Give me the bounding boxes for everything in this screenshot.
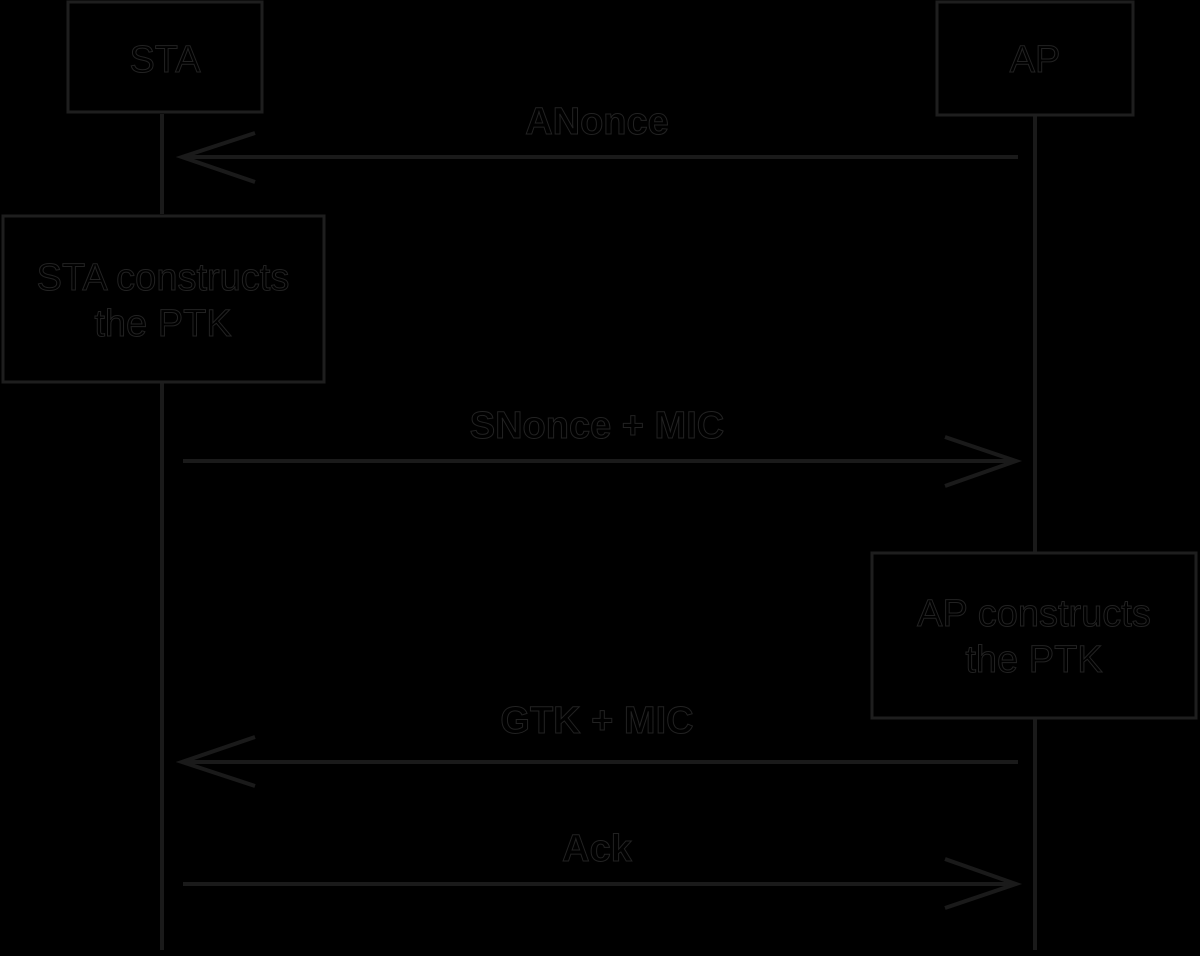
ap-participant: AP bbox=[935, 0, 1135, 117]
arrowhead-right-icon bbox=[944, 857, 1023, 910]
sta-label: STA bbox=[129, 39, 201, 81]
sta-note-line1: STA constructs bbox=[37, 257, 290, 299]
message-label: Ack bbox=[562, 828, 633, 870]
message-snonce-mic: SNonce + MIC bbox=[183, 405, 1023, 488]
sta-note: STA constructs the PTK bbox=[1, 214, 326, 384]
sta-note-line2: the PTK bbox=[94, 303, 231, 345]
sta-participant: STA bbox=[66, 0, 264, 114]
arrowhead-right-icon bbox=[944, 435, 1023, 488]
arrowhead-left-icon bbox=[175, 131, 256, 184]
message-label: SNonce + MIC bbox=[470, 405, 724, 447]
ap-note: AP constructs the PTK bbox=[870, 551, 1198, 720]
message-gtk-mic: GTK + MIC bbox=[175, 700, 1018, 788]
ap-label: AP bbox=[1010, 39, 1061, 81]
ap-note-line2: the PTK bbox=[965, 639, 1102, 681]
ap-note-line1: AP constructs bbox=[917, 593, 1151, 635]
message-ack: Ack bbox=[183, 828, 1023, 910]
message-anonce: ANonce bbox=[175, 101, 1018, 184]
message-label: GTK + MIC bbox=[500, 700, 693, 742]
arrowhead-left-icon bbox=[175, 735, 256, 788]
message-label: ANonce bbox=[525, 101, 669, 143]
